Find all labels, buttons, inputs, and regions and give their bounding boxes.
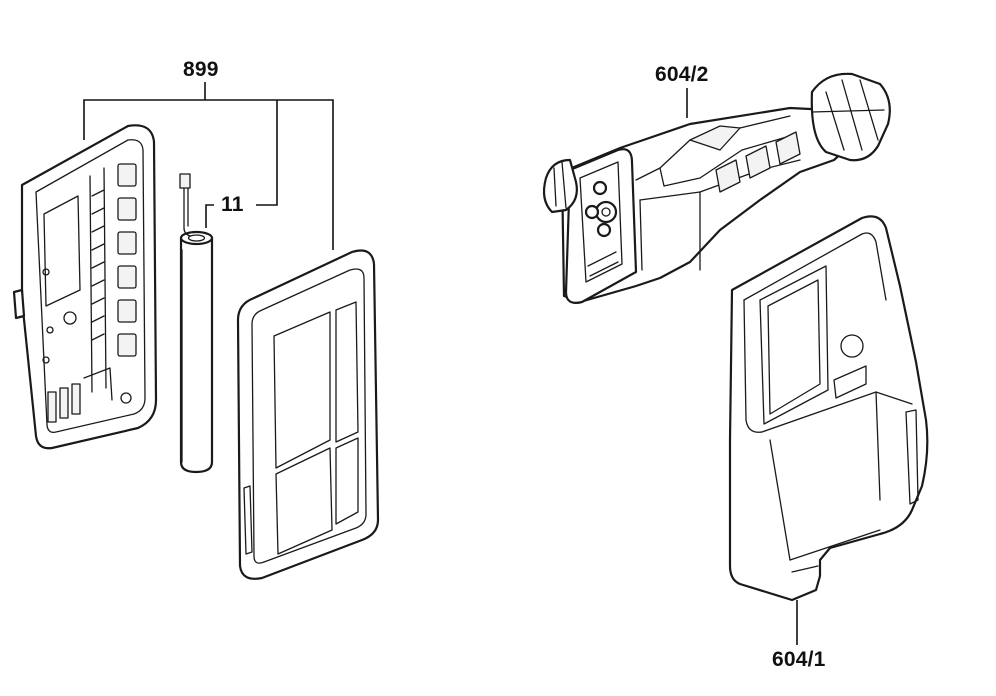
leader-899-bracket	[83, 99, 334, 250]
callout-label-604-1: 604/1	[772, 648, 826, 671]
callout-label-604-2: 604/2	[655, 63, 709, 86]
callout-label-11: 11	[221, 193, 244, 216]
callout-label-899: 899	[183, 58, 219, 81]
leader-11	[205, 204, 214, 228]
receiver-back-housing	[12, 124, 158, 450]
battery-cell	[179, 173, 214, 474]
receiver-front-cover	[236, 249, 380, 580]
leader-899-to-11	[256, 100, 278, 206]
clamp-assembly	[542, 72, 891, 304]
holder-pouch	[728, 215, 929, 602]
leader-lines	[83, 82, 798, 645]
